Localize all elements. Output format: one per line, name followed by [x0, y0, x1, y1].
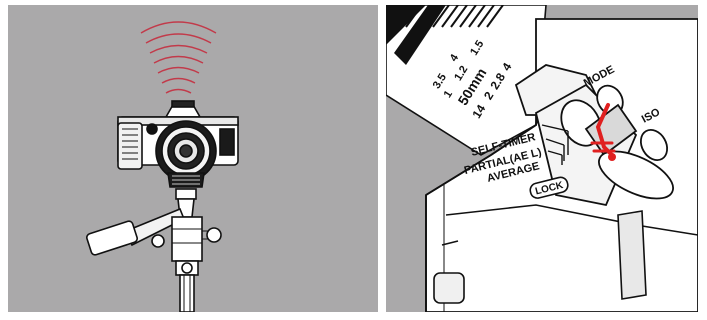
metering-switch-illustration: 3.5 4 1 1.2 1.5 50mm 14 2 2.8 4 — [386, 5, 698, 312]
tripod-camera-illustration — [86, 21, 239, 312]
focus-ring-ridge — [441, 5, 459, 28]
focus-ring-ridge — [477, 5, 495, 28]
tripod-camera-panel — [8, 5, 378, 312]
lens-barrel-icon — [386, 5, 547, 156]
focus-ring-ridge — [468, 5, 486, 28]
tripod-head-icon — [86, 188, 222, 312]
camera-lower-body-icon — [433, 204, 698, 304]
metering-switch-housing-icon — [534, 83, 674, 207]
focus-ring-ridge — [459, 5, 477, 28]
camera-icon — [117, 100, 239, 188]
focus-ring-ridge — [486, 5, 504, 28]
focus-ring-ridge — [450, 5, 468, 28]
lock-badge: LOCK — [529, 176, 569, 199]
lens-scale-row2-a: 1 — [442, 89, 455, 101]
remote-signal-waves-icon — [140, 21, 217, 94]
metering-switch-panel: 3.5 4 1 1.2 1.5 50mm 14 2 2.8 4 — [386, 5, 698, 312]
switch-position-ticks — [541, 124, 569, 165]
focus-ring-ridge — [432, 5, 450, 28]
switch-indicator-icon — [590, 103, 616, 161]
